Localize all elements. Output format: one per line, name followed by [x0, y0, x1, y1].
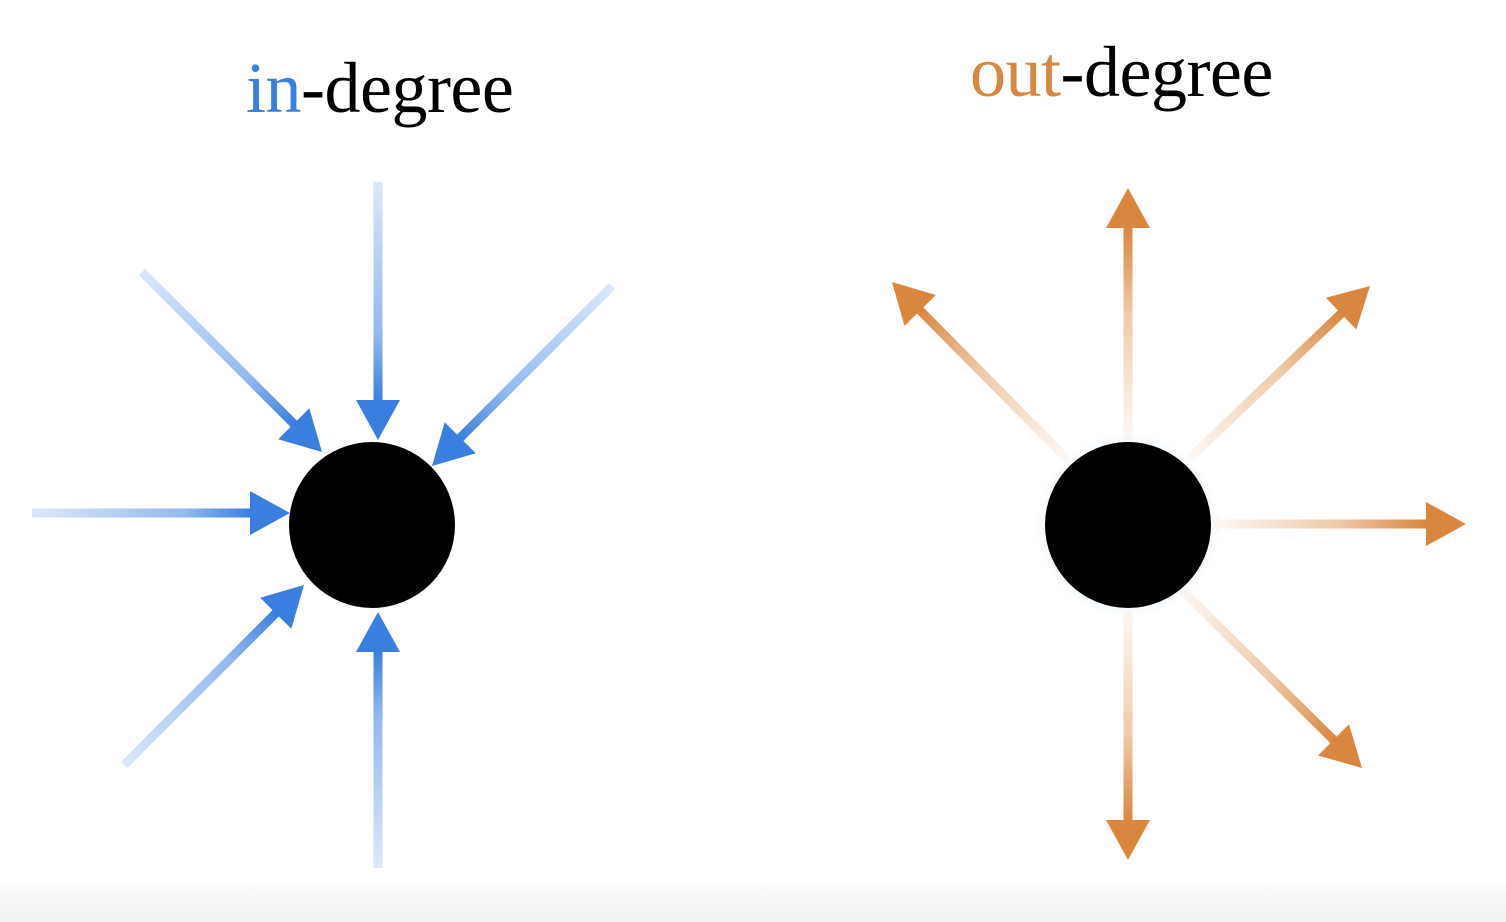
- in-edge-arrow-5-shaft: [120, 608, 281, 769]
- out-edge-arrow-6: [1106, 610, 1150, 860]
- in-degree-heading: in-degree: [246, 52, 514, 124]
- in-degree-keyword: in: [246, 48, 302, 128]
- in-edge-arrow-2-head: [278, 408, 322, 452]
- out-edge-arrow-6-head: [1106, 820, 1150, 860]
- out-edge-arrow-5-shaft: [1176, 584, 1339, 745]
- out-edge-arrow-5: [1176, 584, 1362, 768]
- in-edge-arrow-2-shaft: [138, 268, 299, 429]
- out-edge-arrow-1: [1106, 188, 1150, 440]
- in-degree-diagram: [32, 182, 616, 868]
- out-edge-arrow-4: [1212, 502, 1466, 546]
- in-edge-arrow-2: [138, 268, 322, 452]
- out-degree-keyword: out: [970, 32, 1061, 112]
- out-edge-arrow-2: [892, 282, 1072, 464]
- out-degree-suffix: -degree: [1060, 32, 1274, 112]
- in-edge-arrow-5-head: [260, 585, 304, 629]
- out-degree-heading: out-degree: [970, 36, 1273, 108]
- in-edge-arrow-5: [120, 585, 304, 769]
- bottom-strip: [0, 884, 1506, 922]
- out-degree-diagram: [892, 188, 1466, 860]
- out-edge-arrow-4-head: [1426, 502, 1466, 546]
- in-degree-suffix: -degree: [301, 48, 514, 128]
- in-edge-arrow-1: [356, 182, 400, 440]
- in-degree-node: [289, 442, 455, 608]
- out-degree-node: [1045, 442, 1211, 608]
- in-edge-arrow-4: [32, 491, 290, 535]
- in-edge-arrow-3: [432, 282, 616, 466]
- out-edge-arrow-1-head: [1106, 188, 1150, 228]
- out-edge-arrow-2-head: [892, 282, 936, 326]
- out-edge-arrow-3-head: [1325, 286, 1370, 330]
- in-edge-arrow-6: [356, 612, 400, 868]
- out-edge-arrow-3: [1186, 286, 1370, 462]
- out-edge-arrow-2-shaft: [915, 305, 1072, 464]
- in-edge-arrow-3-head: [432, 422, 476, 466]
- in-edge-arrow-1-head: [356, 400, 400, 440]
- out-edge-arrow-5-head: [1318, 724, 1362, 768]
- in-edge-arrow-3-shaft: [455, 282, 616, 443]
- out-edge-arrow-3-shaft: [1186, 308, 1346, 462]
- in-edge-arrow-6-head: [356, 612, 400, 652]
- in-edge-arrow-4-head: [250, 491, 290, 535]
